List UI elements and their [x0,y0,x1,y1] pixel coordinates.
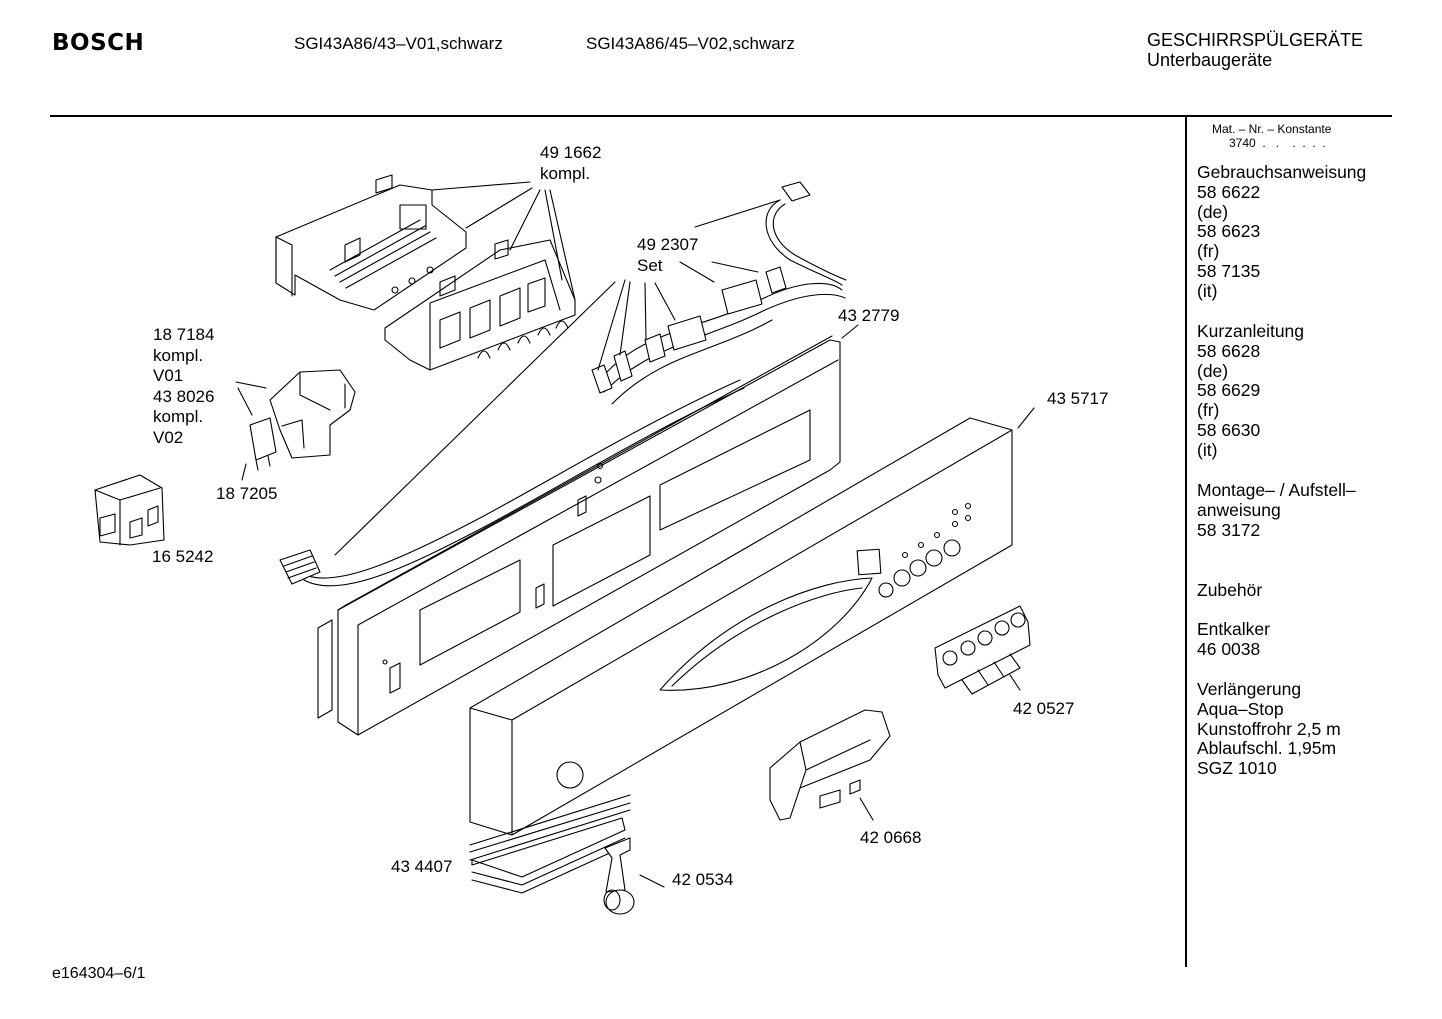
sidebar-line: (de) [1197,201,1229,222]
leader-line [236,382,266,415]
leader-line [432,182,575,300]
sidebar-section-accessories: Zubehör [1197,580,1387,601]
material-number-value: 3740 . . . . . . [1229,136,1326,150]
sidebar-section-installation: Montage– / Aufstell– anweisung 58 3172 [1197,480,1387,540]
sidebar-line: 58 6622 [1197,181,1261,202]
leader-line [640,875,664,887]
part-number: 49 1662 [540,143,602,162]
part-label-420527: 42 0527 [1013,699,1075,718]
part-label-420668: 42 0668 [860,828,922,847]
header-divider [50,115,1392,117]
part-note: Set [637,255,663,275]
leader-line [1018,408,1034,428]
sidebar-line: (fr) [1197,241,1220,262]
electronic-board-part [276,175,466,310]
leader-line [598,200,780,370]
sidebar-section-manual: Gebrauchsanweisung 58 6622 (de) 58 6623 … [1197,162,1387,302]
sidebar-divider [1185,117,1187,967]
leader-line [962,654,1020,694]
sidebar-section-extension: Verlängerung Aqua–Stop Kunstoffrohr 2,5 … [1197,679,1387,779]
part-label-165242: 16 5242 [152,547,214,566]
gasket-strip-part [470,795,630,893]
part-note: kompl. [153,407,204,426]
leader-line [335,282,615,555]
sidebar-line: (it) [1197,439,1218,460]
part-label-435717: 43 5717 [1047,389,1109,408]
brand-logo: BOSCH [52,30,145,56]
sidebar-line: 58 6623 [1197,221,1261,242]
part-label-434407: 43 4407 [391,857,453,876]
sidebar-line: Aqua–Stop [1197,698,1284,719]
switch-part [250,370,355,470]
main-switch-part [95,475,164,545]
part-note: kompl. [540,163,591,183]
leader-line [842,325,858,338]
category-title: GESCHIRRSPÜLGERÄTE Unterbaugeräte [1147,30,1363,70]
model-variant-1: SGI43A86/43–V01,schwarz [294,34,503,53]
material-number-block: Mat. – Nr. – Konstante 3740 . . . . . . [1212,122,1331,150]
door-handle-part [770,710,890,820]
sidebar-line: 58 6630 [1197,419,1261,440]
cable-connector-part [280,380,744,586]
wiring-harness-part [592,182,846,404]
cover-panel-part [470,418,1012,835]
part-label-420534: 42 0534 [672,870,734,889]
part-label-492307: 49 2307 Set [637,235,698,276]
sidebar-line: Kunstoffrohr 2,5 m [1197,718,1341,739]
leader-line [860,798,873,820]
material-number-label: Mat. – Nr. – Konstante [1212,122,1332,136]
leader-line [242,464,246,480]
sidebar-line: Zubehör [1197,580,1263,600]
part-label-432779: 43 2779 [838,306,900,325]
sidebar-line: Verlängerung [1197,679,1302,699]
sidebar-line: Ablaufschl. 1,95m [1197,738,1337,759]
drawing-code: e164304–6/1 [52,965,146,982]
part-label-187205: 18 7205 [216,484,278,503]
part-number: 18 7184 [153,325,215,344]
part-note: V01 [153,366,184,385]
sidebar-line: (de) [1197,360,1229,381]
sidebar-line: (it) [1197,280,1218,301]
part-number: 43 8026 [153,386,215,406]
sidebar-line: 58 3172 [1197,519,1261,540]
sidebar-section-short-guide: Kurzanleitung 58 6628 (de) 58 6629 (fr) … [1197,321,1387,461]
sidebar-line: (fr) [1197,400,1220,421]
sidebar-line: 58 6629 [1197,380,1261,401]
model-variant-2: SGI43A86/45–V02,schwarz [586,34,795,53]
sidebar-line: Montage– / Aufstell– [1197,480,1356,500]
sidebar-line: 58 7135 [1197,260,1261,281]
part-number: 49 2307 [637,235,699,254]
knob-part [604,838,634,914]
sidebar-line: Gebrauchsanweisung [1197,162,1367,182]
category-line-1: GESCHIRRSPÜLGERÄTE [1147,30,1364,50]
part-label-187184: 18 7184 kompl. V01 43 8026 kompl. V02 [153,325,214,448]
sidebar-line: anweisung [1197,499,1281,520]
part-label-491662: 49 1662 kompl. [540,143,601,184]
part-note: V02 [153,427,184,447]
sidebar-line: Entkalker [1197,619,1270,639]
sidebar-line: 58 6628 [1197,340,1261,361]
category-line-2: Unterbaugeräte [1147,50,1273,70]
sidebar-section-descaler: Entkalker 46 0038 [1197,619,1387,660]
sidebar-line: SGZ 1010 [1197,758,1277,779]
sidebar-line: Kurzanleitung [1197,321,1305,341]
button-set-part [935,606,1030,688]
control-panel-frame-part [318,336,840,735]
part-note: kompl. [153,345,204,365]
sidebar-line: 46 0038 [1197,638,1261,659]
